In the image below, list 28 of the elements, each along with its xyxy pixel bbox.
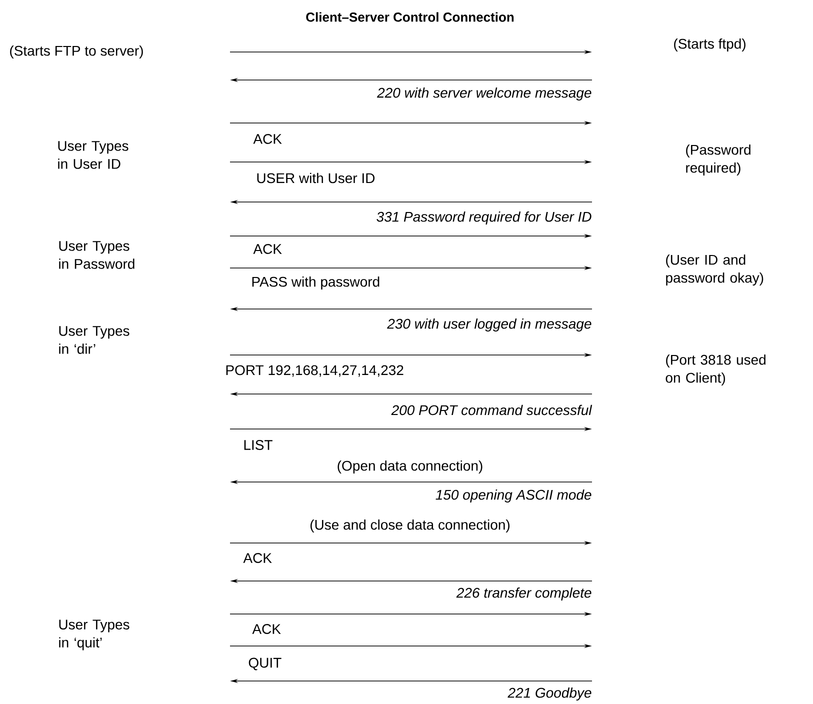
note: ACK xyxy=(252,624,281,634)
note: 331 Password required for User ID xyxy=(376,211,592,225)
note: ACK xyxy=(243,553,272,563)
note: PORT 192,168,14,27,14,232 xyxy=(226,365,404,377)
note: (Password required) xyxy=(686,144,750,176)
note: 200 PORT command successful xyxy=(391,404,592,416)
note: (Open data connection) xyxy=(338,460,482,474)
note: 226 transfer complete xyxy=(456,587,592,601)
note: (Port 3818 used on Client) xyxy=(666,354,766,386)
note: QUIT xyxy=(248,658,282,670)
title: Client–Server Control Connection xyxy=(306,12,514,22)
note: 220 with server welcome message xyxy=(376,87,592,101)
note: ACK xyxy=(253,134,282,144)
note: (Starts ftpd) xyxy=(674,38,746,52)
note: PASS with password xyxy=(252,276,380,290)
note: USER with User ID xyxy=(257,172,375,184)
note: User Types in User ID xyxy=(58,141,128,169)
note: LIST xyxy=(244,440,272,450)
note: 221 Goodbye xyxy=(508,687,592,701)
note: 150 opening ASCII mode xyxy=(436,489,592,503)
note: User Types in ‘quit’ xyxy=(59,620,130,650)
note: (Starts FTP to server) xyxy=(10,45,143,59)
note: (Use and close data connection) xyxy=(310,519,510,533)
note: User Types in Password xyxy=(59,241,134,269)
note: (User ID and password okay) xyxy=(666,254,764,286)
note: User Types in ‘dir’ xyxy=(59,326,130,354)
note: ACK xyxy=(253,244,282,254)
note: 230 with user logged in message xyxy=(387,318,592,332)
